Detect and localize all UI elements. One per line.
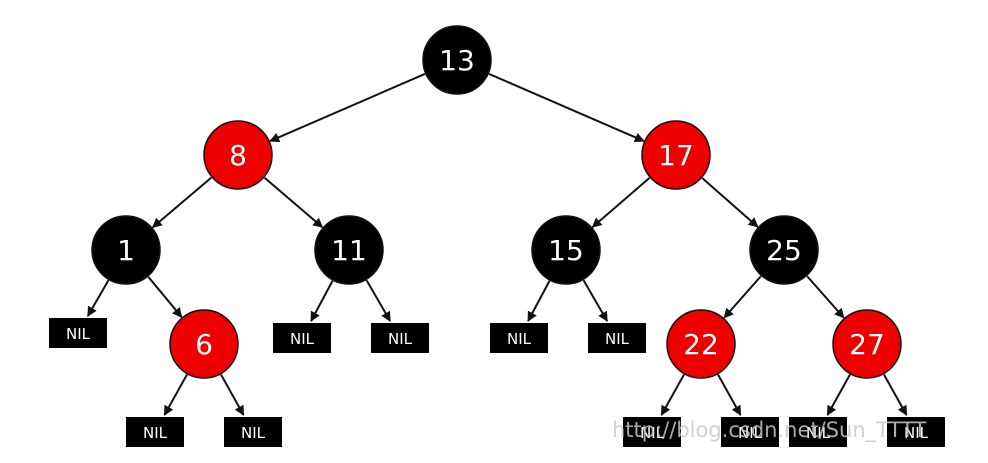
edge-n15-nil7 <box>582 279 609 322</box>
nil-label: NIL <box>904 424 929 442</box>
nil-label: NIL <box>241 424 266 442</box>
node-label-13: 13 <box>439 44 475 77</box>
node-label-27: 27 <box>849 328 885 361</box>
watermark-text: http://blog.csdn.net/Sun_TTTT <box>612 418 927 442</box>
tree-node-27: 27 <box>832 309 902 379</box>
nil-box <box>126 417 184 447</box>
nil-box <box>49 318 107 348</box>
nil-label: NIL <box>738 424 763 442</box>
node-circle-17 <box>641 120 711 190</box>
tree-node-13: 13 <box>422 25 492 95</box>
node-label-15: 15 <box>548 234 584 267</box>
tree-node-22: 22 <box>666 309 736 379</box>
nil-leaf: NIL <box>789 417 847 447</box>
nil-leaf: NIL <box>887 417 945 447</box>
nil-label: NIL <box>507 330 532 348</box>
nil-leaves-layer: NIL NIL NIL NIL NIL NIL NIL NIL NIL NIL NIL <box>49 318 945 447</box>
node-circle-8 <box>203 120 273 190</box>
tree-node-8: 8 <box>203 120 273 190</box>
node-label-1: 1 <box>117 234 135 267</box>
edge-n11-nil4 <box>310 280 334 322</box>
nil-label: NIL <box>143 424 168 442</box>
edge-n27-nil10 <box>826 374 851 416</box>
nil-label: NIL <box>290 330 315 348</box>
edge-n25-n22 <box>723 275 762 319</box>
nil-box <box>224 417 282 447</box>
nil-leaf: NIL <box>721 417 779 447</box>
edge-n25-n27 <box>806 275 845 319</box>
edge-n17-n15 <box>591 177 651 228</box>
nil-box <box>789 417 847 447</box>
nil-box <box>490 323 548 353</box>
node-circle-6 <box>169 309 239 379</box>
edge-n17-n25 <box>701 177 759 228</box>
edge-n22-nil8 <box>660 374 685 416</box>
edges-layer <box>86 73 908 416</box>
edge-n1-n6 <box>147 276 183 318</box>
nil-leaf: NIL <box>623 417 681 447</box>
node-label-6: 6 <box>195 328 213 361</box>
nil-label: NIL <box>388 330 413 348</box>
nil-label: NIL <box>806 424 831 442</box>
nil-leaf: NIL <box>490 323 548 353</box>
edge-n11-nil5 <box>365 279 392 322</box>
nil-leaf: NIL <box>588 323 646 353</box>
node-label-8: 8 <box>229 139 247 172</box>
node-circle-1 <box>91 215 161 285</box>
tree-node-15: 15 <box>531 215 601 285</box>
nil-box <box>588 323 646 353</box>
tree-node-25: 25 <box>749 215 819 285</box>
node-label-11: 11 <box>331 234 367 267</box>
node-label-22: 22 <box>683 328 719 361</box>
edge-n13-n17 <box>488 73 645 143</box>
node-circle-15 <box>531 215 601 285</box>
edge-n22-nil9 <box>717 374 742 416</box>
nil-leaf: NIL <box>49 318 107 348</box>
nil-label: NIL <box>66 325 91 343</box>
node-circle-25 <box>749 215 819 285</box>
nil-leaf: NIL <box>371 323 429 353</box>
nil-leaf: NIL <box>126 417 184 447</box>
node-label-25: 25 <box>766 234 802 267</box>
nil-box <box>623 417 681 447</box>
nil-box <box>721 417 779 447</box>
edge-n1-nil1 <box>86 279 110 317</box>
nil-label: NIL <box>605 330 630 348</box>
edge-n13-n8 <box>269 73 426 143</box>
edge-n15-nil6 <box>527 280 551 322</box>
nil-leaf: NIL <box>224 417 282 447</box>
edge-n6-nil2 <box>163 374 188 416</box>
nil-box <box>887 417 945 447</box>
tree-node-11: 11 <box>314 215 384 285</box>
nil-box <box>371 323 429 353</box>
nil-box <box>273 323 331 353</box>
tree-node-1: 1 <box>91 215 161 285</box>
node-label-17: 17 <box>658 139 694 172</box>
node-circle-13 <box>422 25 492 95</box>
node-circle-22 <box>666 309 736 379</box>
node-circle-27 <box>832 309 902 379</box>
nil-leaf: NIL <box>273 323 331 353</box>
edge-n8-n1 <box>151 176 212 229</box>
edge-n27-nil11 <box>883 374 908 416</box>
node-circle-11 <box>314 215 384 285</box>
edge-n6-nil3 <box>220 374 245 416</box>
tree-node-17: 17 <box>641 120 711 190</box>
edge-n8-n11 <box>263 176 324 229</box>
nil-label: NIL <box>640 424 665 442</box>
tree-node-6: 6 <box>169 309 239 379</box>
